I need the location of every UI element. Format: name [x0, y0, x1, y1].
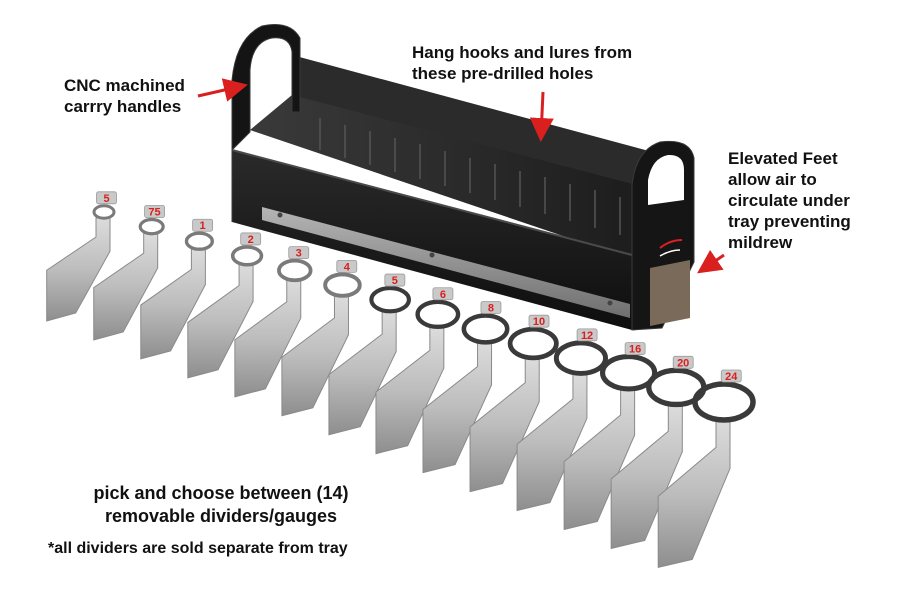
gauge-tag: [624, 342, 646, 356]
divider-blade: [328, 310, 397, 436]
gauge-tag: [144, 205, 165, 218]
callout-predrilled-holes: Hang hooks and lures from these pre-dril…: [412, 42, 632, 84]
callout-carry-handles: CNC machined carrry handles: [64, 75, 185, 117]
gauge-tag: [384, 273, 406, 287]
gauge-ring: [92, 204, 116, 220]
callout-line: mildrew: [728, 233, 793, 252]
gauge-ring: [461, 313, 510, 345]
gauge-tag: [432, 287, 454, 301]
gauge-size-label: 24: [725, 371, 738, 383]
gauge-ring: [507, 326, 559, 361]
gauge-size-label: 8: [488, 302, 494, 314]
tray: [231, 24, 695, 331]
gauge-ring: [323, 272, 362, 298]
gauge-tag: [288, 246, 310, 260]
tray-bottom-rail: [262, 207, 630, 318]
gauge-tag: [528, 314, 550, 328]
gauge-ring: [230, 245, 264, 267]
divider-blade: [187, 263, 254, 379]
gauge-tag: [240, 232, 262, 246]
divider-blade: [140, 248, 206, 360]
divider-blade: [93, 232, 159, 341]
dividers-caption: pick and choose between (14) removable d…: [56, 482, 386, 528]
gauge-tag: [672, 355, 694, 369]
callout-line: circulate under: [728, 191, 850, 210]
callout-line: tray preventing: [728, 212, 851, 231]
divider-gauge: 24: [657, 369, 756, 569]
divider-slots: [319, 118, 621, 235]
divider-blade: [610, 403, 683, 550]
gauge-size-label: 5: [392, 275, 398, 287]
callout-arrows: [197, 78, 725, 274]
gauge-size-label: 12: [581, 330, 593, 342]
gauge-tag: [192, 218, 214, 232]
divider-blade: [46, 217, 111, 322]
divider-gauge: 5: [46, 191, 117, 322]
gauge-tag: [720, 369, 742, 383]
gauge-ring: [369, 285, 411, 314]
divider-blade: [469, 356, 540, 493]
gauge-ring: [138, 217, 165, 236]
divider-blade: [422, 341, 493, 474]
gauge-tag: [576, 328, 598, 342]
callout-line: allow air to: [728, 170, 817, 189]
arrow-holes: [529, 91, 554, 142]
callout-line: carrry handles: [64, 97, 182, 116]
gauge-ring: [692, 381, 756, 423]
caption-line: removable dividers/gauges: [104, 506, 338, 526]
callout-line: Elevated Feet: [728, 149, 838, 168]
divider-gauge: 5: [328, 273, 411, 436]
gauge-tag: [480, 301, 502, 314]
gauge-size-label: 6: [440, 289, 446, 301]
sold-separately-note: *all dividers are sold separate from tra…: [48, 540, 348, 557]
gauge-ring: [184, 231, 214, 251]
divider-blade: [375, 325, 445, 455]
caption-line: pick and choose between (14): [93, 483, 349, 503]
gauge-size-label: 3: [296, 248, 302, 260]
divider-gauge: 75: [93, 205, 165, 341]
divider-gauge: 4: [281, 259, 362, 417]
divider-gauge: 16: [563, 342, 658, 531]
gauge-size-label: 20: [677, 357, 689, 369]
brand-logo: [659, 239, 683, 257]
divider-blade: [234, 279, 302, 398]
gauge-tag: [96, 191, 117, 205]
left-handle: [231, 24, 301, 222]
arrow-feet: [697, 249, 725, 274]
arrow-handles: [197, 78, 248, 102]
gauge-ring: [277, 258, 313, 283]
divider-gauge: 2: [187, 232, 264, 379]
tray-interior: [250, 95, 675, 262]
divider-blade: [281, 294, 349, 417]
right-foot-plate: [650, 260, 690, 326]
gauge-ring: [415, 299, 461, 330]
divider-blade: [657, 418, 731, 569]
gauge-size-label: 10: [533, 316, 545, 328]
gauge-size-label: 1: [200, 220, 206, 232]
gauge-size-label: 75: [148, 207, 160, 219]
callout-line: CNC machined: [64, 76, 185, 95]
tray-back-wall: [292, 55, 675, 200]
callout-line: these pre-drilled holes: [412, 64, 594, 83]
callout-elevated-feet: Elevated Feet allow air to circulate und…: [728, 148, 851, 253]
gauge-size-label: 4: [344, 261, 351, 273]
callout-line: Hang hooks and lures from: [412, 43, 633, 62]
gauge-size-label: 5: [103, 193, 109, 205]
divider-gauge: 12: [516, 328, 609, 512]
gauge-ring: [599, 354, 658, 392]
divider-gauge: 10: [469, 314, 559, 493]
gauge-tag: [336, 259, 358, 273]
divider-blade: [563, 387, 636, 531]
gauge-ring: [553, 340, 609, 376]
gauge-size-label: 2: [248, 234, 254, 246]
divider-gauge: 1: [140, 218, 214, 360]
divider-blade: [516, 372, 588, 512]
divider-gauge: 3: [234, 246, 313, 398]
gauge-size-label: 16: [629, 344, 641, 356]
divider-gauge: 8: [422, 301, 510, 474]
divider-gauge: 6: [375, 287, 461, 455]
